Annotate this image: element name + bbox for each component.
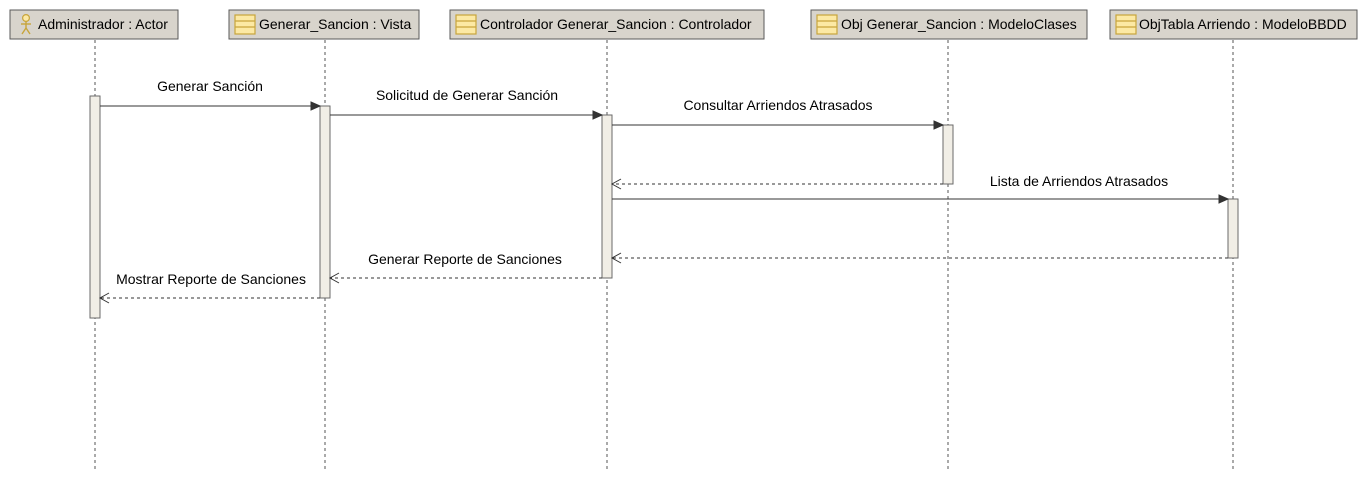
- arrowhead-open: [610, 178, 622, 190]
- participant-admin-label: Administrador : Actor: [38, 16, 168, 32]
- participant-ctrl-box: [449, 9, 765, 40]
- messages: [98, 101, 1230, 304]
- arrowhead-filled: [1218, 194, 1230, 204]
- participant-obj-box: [810, 9, 1088, 40]
- activation-admin: [89, 95, 101, 319]
- participant-obj-label: Obj Generar_Sancion : ModeloClases: [841, 16, 1077, 32]
- participant-tabla-label: ObjTabla Arriendo : ModeloBBDD: [1139, 16, 1347, 32]
- activation-vista: [319, 105, 331, 299]
- participant-tabla-box: [1109, 9, 1358, 40]
- participant-ctrl[interactable]: Controlador Generar_Sancion : Controlado…: [449, 9, 765, 40]
- message-label: Lista de Arriendos Atrasados: [990, 173, 1168, 189]
- activation-bars: [89, 95, 1239, 319]
- activation-ctrl: [601, 114, 613, 279]
- message-arrow: [330, 110, 604, 120]
- participant-vista[interactable]: Generar_Sancion : Vista: [228, 9, 420, 40]
- message-arrow: [98, 292, 320, 304]
- class-icon: [816, 14, 838, 35]
- message-label: Solicitud de Generar Sanción: [376, 87, 558, 103]
- arrowhead-filled: [592, 110, 604, 120]
- arrowhead-open: [328, 272, 340, 284]
- participant-admin-box: [9, 9, 179, 40]
- participant-obj[interactable]: Obj Generar_Sancion : ModeloClases: [810, 9, 1088, 40]
- message-arrow: [612, 120, 945, 130]
- activation-obj: [942, 124, 954, 185]
- class-icon: [1115, 14, 1137, 35]
- actor-icon: [21, 13, 31, 35]
- arrowhead-filled: [310, 101, 322, 111]
- participant-vista-box: [228, 9, 420, 40]
- class-icon: [455, 14, 477, 35]
- message-label: Generar Reporte de Sanciones: [368, 251, 562, 267]
- arrowhead-filled: [933, 120, 945, 130]
- participant-ctrl-label: Controlador Generar_Sancion : Controlado…: [480, 16, 752, 32]
- arrowhead-open: [610, 252, 622, 264]
- message-arrow: [612, 194, 1230, 204]
- lifelines: [94, 40, 1234, 470]
- class-icon: [234, 14, 256, 35]
- message-arrow: [610, 252, 1228, 264]
- message-label: Generar Sanción: [157, 78, 263, 94]
- message-label: Mostrar Reporte de Sanciones: [116, 271, 306, 287]
- activation-tabla: [1227, 198, 1239, 259]
- participant-vista-label: Generar_Sancion : Vista: [259, 16, 411, 32]
- participant-admin[interactable]: Administrador : Actor: [9, 9, 179, 40]
- participant-tabla[interactable]: ObjTabla Arriendo : ModeloBBDD: [1109, 9, 1358, 40]
- message-label: Consultar Arriendos Atrasados: [683, 97, 872, 113]
- message-arrow: [100, 101, 322, 111]
- arrowhead-open: [98, 292, 110, 304]
- message-arrow: [610, 178, 943, 190]
- message-arrow: [328, 272, 602, 284]
